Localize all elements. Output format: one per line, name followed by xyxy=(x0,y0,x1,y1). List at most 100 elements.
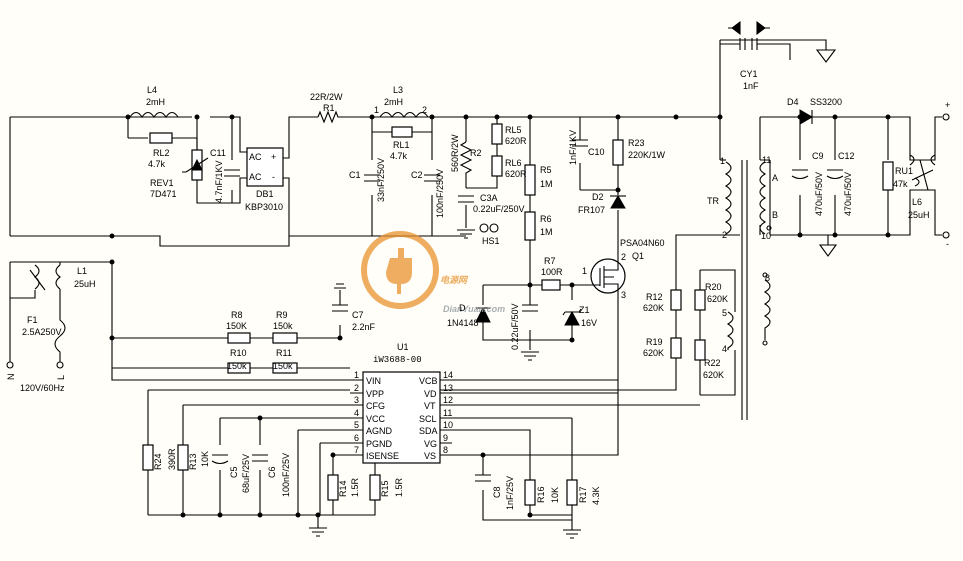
label-L3-ref: L3 xyxy=(393,85,403,95)
label-R12-val: 620K xyxy=(643,303,664,313)
resistor-R23 xyxy=(612,139,624,166)
label-R2-ref: R2 xyxy=(470,148,482,158)
resistor-R24 xyxy=(142,444,154,471)
resistor-R15 xyxy=(369,474,381,501)
label-TR-A: A xyxy=(772,173,778,183)
label-RL2-val: 4.7k xyxy=(148,159,166,169)
label-R12-ref: R12 xyxy=(646,292,663,302)
label-C4-val: 0.22uF/50V xyxy=(510,303,520,350)
label-C7-ref: C7 xyxy=(352,310,364,320)
capacitor-C10 xyxy=(572,139,588,147)
ic-pin-name-AGND: AGND xyxy=(366,426,393,436)
label-RU1-ref: RU1 xyxy=(895,166,913,176)
label-R7-val: 100R xyxy=(541,267,563,277)
label-TR-p1: 1 xyxy=(720,156,725,166)
ic-pin-name-CFG: CFG xyxy=(366,401,385,411)
transformer-core xyxy=(741,160,748,420)
label-C5-val: 68uF/25V xyxy=(241,454,251,493)
label-L1-val: 25uH xyxy=(74,279,96,289)
label-C1-ref: C1 xyxy=(349,170,361,180)
capacitor-C11 xyxy=(224,169,240,177)
ic-pin-num-12: 12 xyxy=(443,395,453,405)
label-RL5-val: 620R xyxy=(505,136,527,146)
label-R15-ref: R15 xyxy=(380,480,390,497)
capacitor-C12 xyxy=(826,169,844,180)
label-TR-p4: 4 xyxy=(722,344,727,354)
label-DB1-val: KBP3010 xyxy=(245,202,283,212)
watermark-logo-icon xyxy=(361,231,439,309)
resistor-R20 xyxy=(694,289,706,311)
label-DB1-plus: + xyxy=(271,152,276,162)
resistor-R1 xyxy=(317,110,340,124)
resistor-RL6 xyxy=(491,155,503,177)
inductor-L1 xyxy=(34,264,61,290)
ic-pin-num-13: 13 xyxy=(443,383,453,393)
label-C2-ref: C2 xyxy=(411,170,423,180)
ic-pin-name-SCL: SCL xyxy=(419,414,437,424)
label-R22-val: 620K xyxy=(703,370,724,380)
label-out-plus: + xyxy=(945,100,950,110)
label-R8-val: 150K xyxy=(226,321,247,331)
capacitor-C1 xyxy=(364,174,380,182)
resistor-R16 xyxy=(524,479,536,506)
label-RL6-val: 620R xyxy=(505,169,527,179)
label-R15-val: 1.5R xyxy=(394,477,404,497)
label-L3-val: 2mH xyxy=(384,97,403,107)
label-C10-ref: C10 xyxy=(588,147,605,157)
label-C8-ref: C8 xyxy=(492,486,502,498)
labels: L4 2mH RL2 4.7k REV1 7D471 C11 4.7nF/1KV… xyxy=(6,69,950,510)
label-U1-part: iW3688-00 xyxy=(373,355,422,365)
label-REV1-ref: REV1 xyxy=(150,178,174,188)
ic-pin-name-VS: VS xyxy=(424,451,436,461)
resistor-R9 xyxy=(272,332,298,344)
inductor-L6 xyxy=(909,154,936,187)
label-L4-val: 2mH xyxy=(146,97,165,107)
label-R2-val: 560R/2W xyxy=(450,134,460,172)
label-R17-ref: R17 xyxy=(578,486,588,503)
ic-pin-name-SDA: SDA xyxy=(419,426,438,436)
label-DB1-minus: - xyxy=(272,172,275,182)
label-Q1-p3: 3 xyxy=(621,290,626,300)
label-C12-val: 470uF/50V xyxy=(843,172,853,216)
inductor-L4 xyxy=(129,111,179,118)
ic-pin-name-VCC: VCC xyxy=(366,414,386,424)
ic-pin-name-VCB: VCB xyxy=(419,376,438,386)
inductor-L3 xyxy=(379,111,429,118)
label-input-voltage: 120V/60Hz xyxy=(20,383,65,393)
ic-pin-name-VD: VD xyxy=(424,389,437,399)
label-R23-val: 220K/1W xyxy=(628,150,666,160)
symbols xyxy=(6,21,950,539)
label-C6-val: 100nF/25V xyxy=(281,453,291,497)
label-R1-val: 22R/2W xyxy=(310,92,343,102)
resistor-R19 xyxy=(670,337,682,359)
label-D-ref: D xyxy=(459,303,466,313)
resistor-R5 xyxy=(524,164,536,196)
label-U1-ref: U1 xyxy=(397,342,409,352)
capacitor-C6 xyxy=(252,454,268,462)
label-C10-val: 1nF/1KV xyxy=(568,130,578,165)
resistor-R13 xyxy=(177,444,189,471)
bridge-DB1 xyxy=(246,147,284,187)
label-D2-ref: D2 xyxy=(592,192,604,202)
capacitor-CY1 xyxy=(720,38,791,60)
watermark-en: DianYuan.com xyxy=(443,304,505,314)
ic-pin-num-1: 1 xyxy=(354,370,359,380)
label-R24-val: 390R xyxy=(167,448,177,470)
label-R17-val: 4.3K xyxy=(591,486,601,505)
label-R19-val: 620K xyxy=(643,348,664,358)
ground-top xyxy=(815,49,837,63)
ic-pin-num-2: 2 xyxy=(354,383,359,393)
label-R20-ref: R20 xyxy=(705,282,722,292)
label-RU1-val: 47k xyxy=(893,179,908,189)
label-R1-ref: R1 xyxy=(323,103,335,113)
diode-D xyxy=(475,306,491,323)
resistor-RL5 xyxy=(491,123,503,145)
label-R11-val: 150k xyxy=(273,361,293,371)
label-L4-ref: L4 xyxy=(147,85,157,95)
label-C9-ref: C9 xyxy=(812,151,824,161)
capacitor-C7 xyxy=(332,304,348,312)
label-TR-p8: 8 xyxy=(765,273,770,283)
label-Z1-val: 16V xyxy=(581,318,597,328)
label-L6-val: 25uH xyxy=(908,210,930,220)
